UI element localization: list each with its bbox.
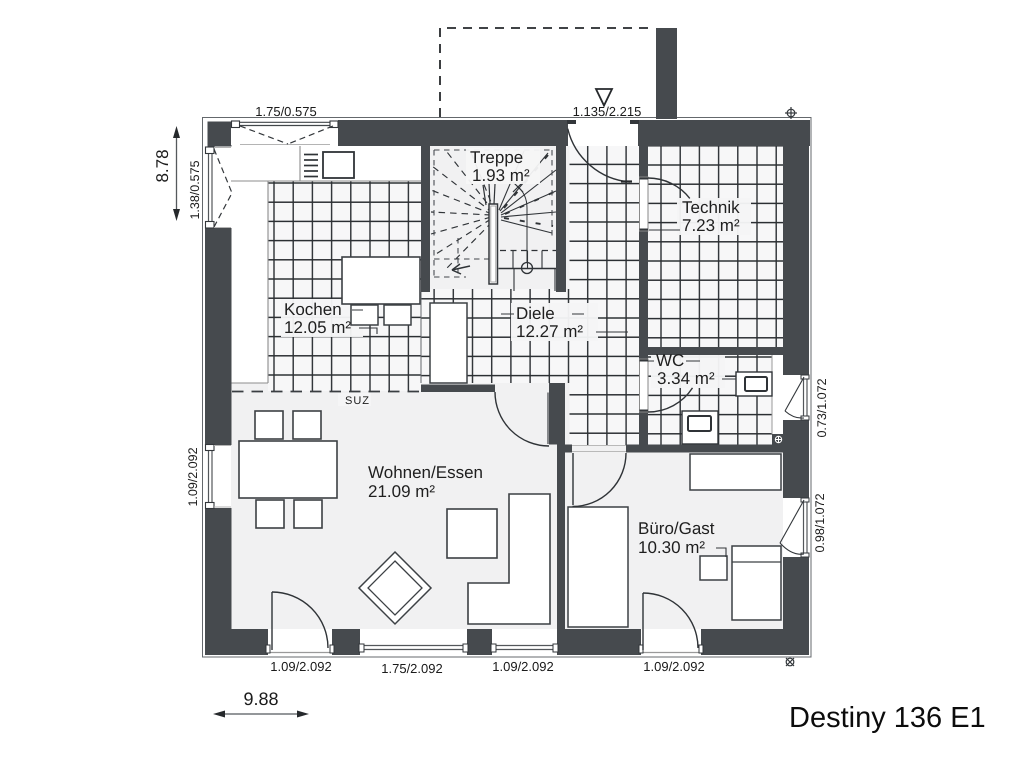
svg-text:Technik: Technik: [682, 198, 740, 217]
svg-text:Treppe: Treppe: [470, 148, 523, 167]
svg-text:7.23 m²: 7.23 m²: [682, 216, 740, 235]
svg-text:9.88: 9.88: [243, 689, 278, 709]
svg-text:1.09/2.092: 1.09/2.092: [270, 659, 331, 674]
svg-text:12.05 m²: 12.05 m²: [284, 318, 351, 337]
svg-text:10.30 m²: 10.30 m²: [638, 538, 705, 557]
svg-text:1.135/2.215: 1.135/2.215: [573, 104, 642, 119]
svg-text:1.09/2.092: 1.09/2.092: [492, 659, 553, 674]
svg-text:WC: WC: [656, 351, 684, 370]
svg-text:0.98/1.072: 0.98/1.072: [813, 493, 827, 552]
svg-text:3.34 m²: 3.34 m²: [657, 369, 715, 388]
svg-text:0.73/1.072: 0.73/1.072: [815, 378, 829, 437]
svg-text:1.38/0.575: 1.38/0.575: [188, 160, 202, 219]
svg-text:Destiny 136 E1: Destiny 136 E1: [789, 702, 986, 734]
svg-text:Diele: Diele: [516, 304, 555, 323]
svg-text:Büro/Gast: Büro/Gast: [638, 519, 715, 538]
svg-text:1.75/2.092: 1.75/2.092: [381, 661, 442, 676]
svg-text:1.75/0.575: 1.75/0.575: [255, 104, 316, 119]
svg-text:Wohnen/Essen: Wohnen/Essen: [368, 463, 483, 482]
svg-text:1.09/2.092: 1.09/2.092: [643, 659, 704, 674]
svg-text:SUZ: SUZ: [345, 395, 370, 407]
svg-text:1.09/2.092: 1.09/2.092: [186, 447, 200, 506]
svg-text:12.27 m²: 12.27 m²: [516, 322, 583, 341]
svg-text:8.78: 8.78: [153, 149, 172, 182]
svg-text:1.93 m²: 1.93 m²: [472, 166, 530, 185]
svg-text:Kochen: Kochen: [284, 300, 342, 319]
svg-text:21.09 m²: 21.09 m²: [368, 482, 435, 501]
